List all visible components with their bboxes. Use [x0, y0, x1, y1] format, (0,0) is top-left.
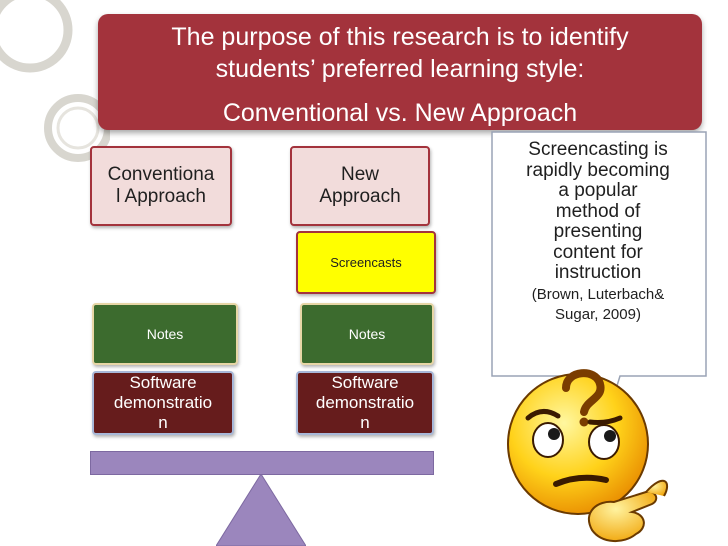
fulcrum-triangle-icon: [216, 474, 306, 546]
conventional-software-line-2: demonstratio: [113, 393, 213, 412]
new-approach-software-line-3: n: [360, 413, 370, 432]
bubble-citation-line-1: (Brown, Luterbach&: [531, 285, 665, 303]
screencasts-box: Screencasts: [296, 231, 436, 294]
bubble-line-2: rapidly becoming: [526, 159, 670, 181]
speech-bubble-text: Screencasting is rapidly becoming a popu…: [492, 139, 704, 324]
new-approach-notes-box: Notes: [300, 303, 434, 365]
thinking-face-icon: [507, 369, 669, 542]
bubble-line-4: method of: [555, 200, 641, 222]
bubble-citation-line-2: Sugar, 2009): [555, 305, 641, 323]
conventional-notes-box: Notes: [92, 303, 238, 365]
bubble-line-1: Screencasting is: [528, 139, 668, 160]
banner-line-2: students’ preferred learning style:: [215, 55, 585, 83]
new-approach-notes-label: Notes: [348, 326, 386, 342]
conventional-software-line-3: n: [158, 413, 168, 432]
conventional-software-line-1: Software: [129, 373, 197, 392]
conventional-title-line-2: l Approach: [116, 186, 206, 207]
bubble-line-3: a popular: [558, 180, 638, 201]
conventional-software-demo-box: Software demonstratio n: [92, 371, 234, 435]
purpose-banner: The purpose of this research is to ident…: [98, 14, 702, 130]
bubble-line-6: content for: [553, 241, 643, 263]
new-approach-software-line-2: demonstratio: [315, 393, 415, 412]
new-approach-software-demo-box: Software demonstratio n: [296, 371, 434, 435]
new-approach-title-line-1: New: [340, 164, 379, 185]
conventional-title-line-1: Conventiona: [107, 164, 215, 185]
banner-line-3: Conventional vs. New Approach: [222, 99, 578, 127]
bubble-line-7: instruction: [554, 262, 642, 283]
conventional-approach-box: Conventiona l Approach: [90, 146, 232, 226]
screencasts-label: Screencasts: [330, 255, 402, 270]
new-approach-box: New Approach: [290, 146, 430, 226]
bubble-line-5: presenting: [553, 221, 643, 242]
new-approach-title-line-2: Approach: [319, 186, 401, 207]
conventional-notes-label: Notes: [146, 326, 184, 342]
banner-line-1: The purpose of this research is to ident…: [171, 23, 629, 51]
new-approach-software-line-1: Software: [331, 373, 399, 392]
balance-beam: [90, 451, 434, 475]
